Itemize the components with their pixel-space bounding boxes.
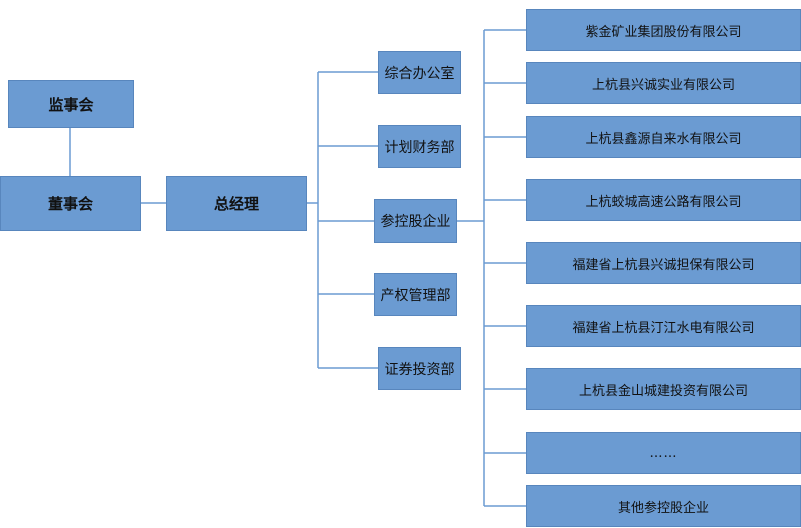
company-box-2: 上杭县兴诚实业有限公司 [526, 62, 801, 104]
supervisory-board-box: 监事会 [8, 80, 134, 128]
company-box-1: 紫金矿业集团股份有限公司 [526, 9, 801, 51]
company-box-5: 福建省上杭县兴诚担保有限公司 [526, 242, 801, 284]
department-label: 参控股企业 [380, 214, 451, 230]
board-of-directors-box: 董事会 [0, 176, 141, 231]
company-box-others: 其他参控股企业 [526, 485, 801, 527]
department-box-4: 产权管理部 [374, 273, 457, 316]
ellipsis-label: …… [649, 445, 678, 461]
company-box-ellipsis: …… [526, 432, 801, 474]
company-box-6: 福建省上杭县汀江水电有限公司 [526, 305, 801, 347]
department-box-3: 参控股企业 [374, 199, 457, 243]
department-label: 证券投资部 [384, 361, 455, 378]
company-label: 福建省上杭县兴诚担保有限公司 [572, 257, 755, 273]
company-label: 福建省上杭县汀江水电有限公司 [572, 320, 755, 336]
company-box-7: 上杭县金山城建投资有限公司 [526, 368, 801, 410]
department-box-5: 证券投资部 [378, 347, 461, 390]
department-box-2: 计划财务部 [378, 125, 461, 168]
company-label: 上杭县金山城建投资有限公司 [578, 383, 748, 399]
department-label: 计划财务部 [384, 139, 455, 156]
general-manager-label: 总经理 [213, 195, 259, 213]
company-box-4: 上杭蛟城高速公路有限公司 [526, 179, 801, 221]
supervisory-board-label: 监事会 [48, 95, 94, 114]
company-box-3: 上杭县鑫源自来水有限公司 [526, 116, 801, 158]
department-box-1: 综合办公室 [378, 51, 461, 94]
department-label: 综合办公室 [384, 65, 455, 82]
company-label: 上杭蛟城高速公路有限公司 [585, 194, 742, 210]
company-label: 上杭县兴诚实业有限公司 [591, 77, 735, 93]
general-manager-box: 总经理 [166, 176, 307, 231]
company-label: 其他参控股企业 [617, 500, 709, 516]
board-of-directors-label: 董事会 [47, 195, 93, 213]
department-label: 产权管理部 [380, 287, 451, 304]
company-label: 紫金矿业集团股份有限公司 [585, 24, 742, 40]
company-label: 上杭县鑫源自来水有限公司 [585, 131, 742, 147]
